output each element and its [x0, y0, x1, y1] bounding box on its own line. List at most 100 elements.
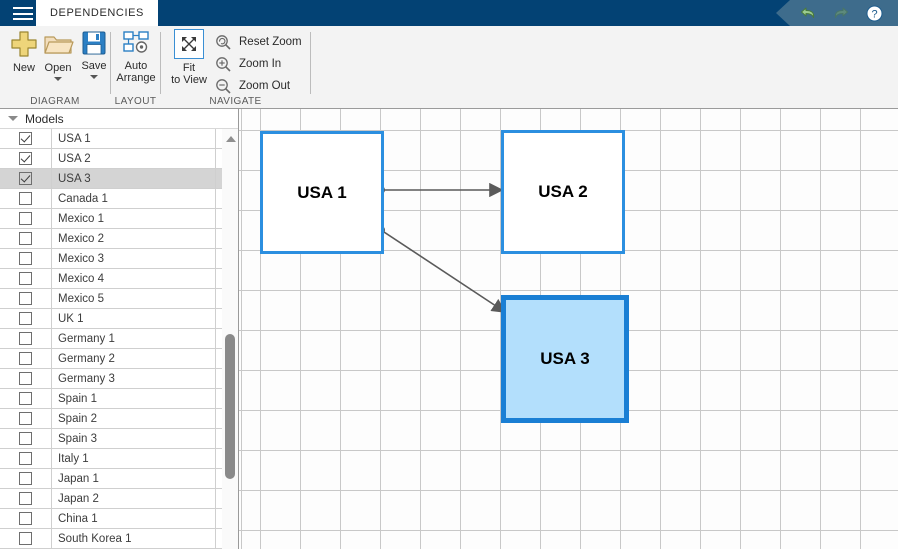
model-checkbox[interactable] — [19, 232, 32, 245]
model-checkbox[interactable] — [19, 272, 32, 285]
zoom-in-label: Zoom In — [239, 58, 281, 70]
list-item[interactable]: UK 1 — [0, 309, 238, 329]
tab-dependencies[interactable]: DEPENDENCIES — [36, 0, 158, 26]
zoom-out-button[interactable]: Zoom Out — [215, 76, 290, 96]
diagram-node-usa1[interactable]: USA 1 — [260, 131, 384, 254]
redo-arrow-icon[interactable] — [831, 3, 851, 23]
list-item[interactable]: Spain 1 — [0, 389, 238, 409]
list-item[interactable]: Germany 1 — [0, 329, 238, 349]
list-item[interactable]: Mexico 1 — [0, 209, 238, 229]
fit-to-view-button[interactable]: Fit to View — [165, 29, 213, 86]
checkbox-cell[interactable] — [0, 469, 52, 489]
list-item[interactable]: Japan 1 — [0, 469, 238, 489]
list-item[interactable]: Mexico 5 — [0, 289, 238, 309]
model-checkbox[interactable] — [19, 532, 32, 545]
list-item[interactable]: South Korea 1 — [0, 529, 238, 549]
dependency-arrow — [381, 230, 505, 312]
checkbox-cell[interactable] — [0, 409, 52, 429]
list-item-label: Germany 2 — [52, 353, 115, 365]
model-checkbox[interactable] — [19, 172, 32, 185]
checkbox-cell[interactable] — [0, 169, 52, 189]
list-item-label: USA 1 — [52, 133, 91, 145]
checkbox-cell[interactable] — [0, 149, 52, 169]
model-checkbox[interactable] — [19, 152, 32, 165]
zoom-in-button[interactable]: Zoom In — [215, 54, 281, 74]
checkbox-cell[interactable] — [0, 489, 52, 509]
checkbox-cell[interactable] — [0, 229, 52, 249]
list-item[interactable]: Mexico 4 — [0, 269, 238, 289]
model-checkbox[interactable] — [19, 512, 32, 525]
checkbox-cell[interactable] — [0, 529, 52, 549]
model-checkbox[interactable] — [19, 352, 32, 365]
list-item[interactable]: Spain 3 — [0, 429, 238, 449]
dependency-diagram-canvas[interactable]: USA 1 USA 2 USA 3 — [239, 109, 898, 549]
list-item[interactable]: Canada 1 — [0, 189, 238, 209]
help-question-icon[interactable]: ? — [864, 3, 884, 23]
list-item[interactable]: Germany 3 — [0, 369, 238, 389]
diagram-node-usa3[interactable]: USA 3 — [501, 295, 629, 423]
ribbon-group-diagram: New Open Save DIAGRAM — [0, 26, 110, 109]
checkbox-cell[interactable] — [0, 429, 52, 449]
models-section-header[interactable]: Models — [0, 109, 238, 129]
checkbox-cell[interactable] — [0, 329, 52, 349]
model-checkbox[interactable] — [19, 252, 32, 265]
undo-arrow-icon[interactable] — [798, 3, 818, 23]
model-checkbox[interactable] — [19, 312, 32, 325]
save-dropdown-caret-icon[interactable] — [90, 75, 98, 79]
list-item[interactable]: USA 3 — [0, 169, 238, 189]
reset-zoom-button[interactable]: Reset Zoom — [215, 32, 302, 52]
list-item-label: Mexico 4 — [52, 273, 104, 285]
list-item[interactable]: Germany 2 — [0, 349, 238, 369]
chevron-down-icon[interactable] — [8, 116, 18, 121]
list-item[interactable]: Italy 1 — [0, 449, 238, 469]
list-item[interactable]: USA 1 — [0, 129, 238, 149]
checkbox-cell[interactable] — [0, 389, 52, 409]
checkbox-cell[interactable] — [0, 249, 52, 269]
list-item[interactable]: USA 2 — [0, 149, 238, 169]
checkbox-cell[interactable] — [0, 349, 52, 369]
model-checkbox[interactable] — [19, 472, 32, 485]
list-item[interactable]: Japan 2 — [0, 489, 238, 509]
model-checkbox[interactable] — [19, 432, 32, 445]
scrollbar-thumb[interactable] — [225, 334, 235, 479]
checkbox-cell[interactable] — [0, 189, 52, 209]
model-checkbox[interactable] — [19, 212, 32, 225]
ribbon-toolbar: New Open Save DIAGRAM — [0, 26, 898, 109]
reset-zoom-label: Reset Zoom — [239, 36, 302, 48]
models-list[interactable]: USA 1 USA 2 USA 3Canada 1Mexico 1 Mexico 2 M… — [0, 129, 238, 549]
list-item-label: Mexico 5 — [52, 293, 104, 305]
auto-arrange-button[interactable]: Auto Arrange — [113, 29, 159, 84]
open-dropdown-caret-icon[interactable] — [54, 77, 62, 81]
scroll-up-arrow-icon[interactable] — [226, 136, 236, 142]
checkbox-cell[interactable] — [0, 129, 52, 149]
list-item[interactable]: Mexico 3 — [0, 249, 238, 269]
model-checkbox[interactable] — [19, 372, 32, 385]
model-checkbox[interactable] — [19, 412, 32, 425]
model-checkbox[interactable] — [19, 292, 32, 305]
checkbox-cell[interactable] — [0, 289, 52, 309]
models-list-scrollbar[interactable] — [222, 129, 238, 549]
checkbox-cell[interactable] — [0, 269, 52, 289]
checkbox-cell[interactable] — [0, 449, 52, 469]
list-item[interactable]: Mexico 2 — [0, 229, 238, 249]
model-checkbox[interactable] — [19, 392, 32, 405]
model-checkbox[interactable] — [19, 192, 32, 205]
model-checkbox[interactable] — [19, 492, 32, 505]
model-checkbox[interactable] — [19, 452, 32, 465]
list-item-label: USA 2 — [52, 153, 91, 165]
hamburger-menu-icon[interactable] — [11, 5, 35, 22]
checkbox-cell[interactable] — [0, 509, 52, 529]
checkbox-cell[interactable] — [0, 369, 52, 389]
list-item[interactable]: China 1 — [0, 509, 238, 529]
zoom-out-icon — [215, 78, 232, 95]
diagram-node-usa2[interactable]: USA 2 — [501, 130, 625, 254]
list-item[interactable]: Spain 2 — [0, 409, 238, 429]
diagram-node-label: USA 3 — [540, 349, 589, 369]
model-checkbox[interactable] — [19, 332, 32, 345]
diagram-node-label: USA 1 — [297, 183, 346, 203]
list-item-label: Mexico 2 — [52, 233, 104, 245]
checkbox-cell[interactable] — [0, 309, 52, 329]
list-right-border — [215, 129, 216, 549]
checkbox-cell[interactable] — [0, 209, 52, 229]
model-checkbox[interactable] — [19, 132, 32, 145]
